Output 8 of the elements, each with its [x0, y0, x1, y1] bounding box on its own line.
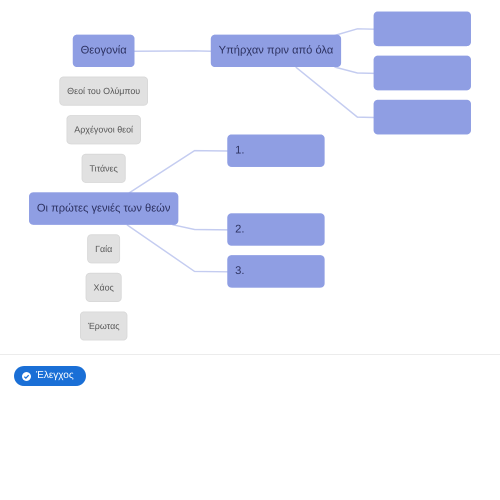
connector — [334, 66, 374, 74]
connector — [172, 224, 228, 231]
connector — [134, 50, 212, 52]
connector — [295, 66, 374, 118]
connector — [128, 150, 228, 194]
check-button: Έλεγχος — [14, 366, 86, 386]
connector — [334, 28, 374, 36]
connector — [126, 224, 228, 273]
